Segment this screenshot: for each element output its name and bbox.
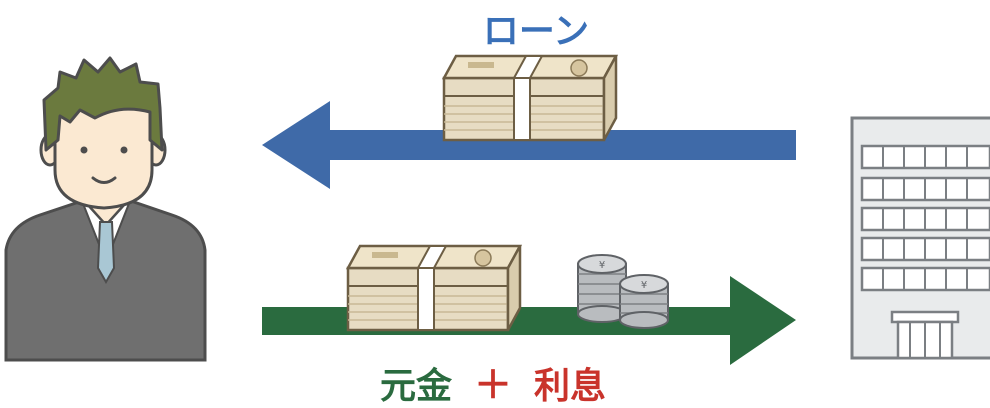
svg-text:¥: ¥ (641, 280, 647, 291)
banknote-stack-icon (441, 54, 619, 142)
businessman-icon (4, 56, 207, 362)
loan-label: ローン (482, 11, 590, 52)
repayment-arrow (262, 276, 796, 365)
interest-label: 利息 (534, 366, 607, 407)
principal-label: 元金 (380, 366, 453, 407)
bank-building-icon (850, 116, 990, 360)
repayment-label: 元金 ＋ 利息 (380, 366, 606, 405)
coin-stack-icon: ¥ ¥ (577, 254, 669, 329)
svg-text:¥: ¥ (599, 260, 605, 271)
banknote-stack-icon (345, 244, 523, 332)
plus-sign: ＋ (474, 363, 513, 407)
loan-arrow (262, 101, 796, 189)
